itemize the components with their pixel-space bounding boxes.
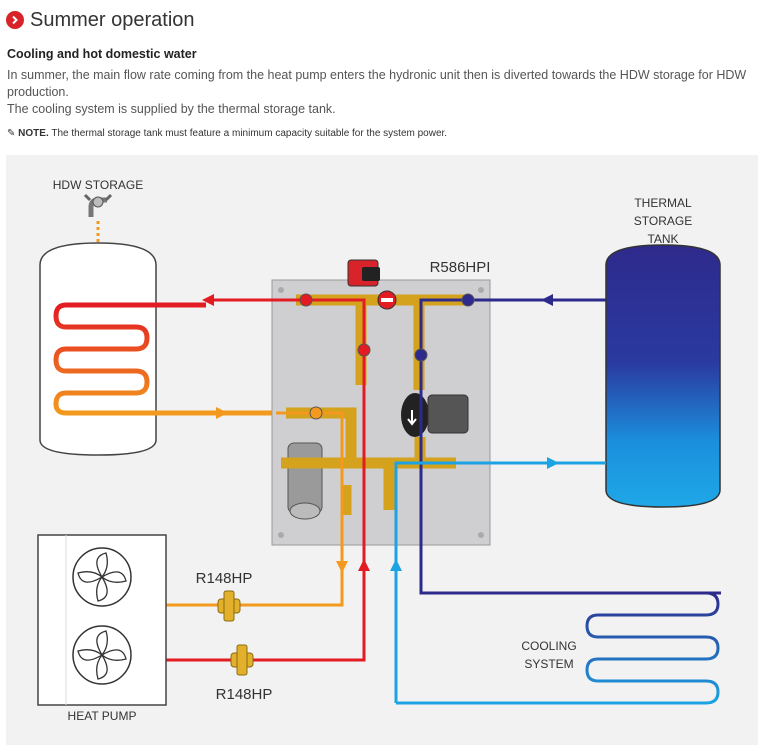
thermal-storage-label-1: THERMAL — [634, 196, 692, 210]
section-subtitle: Cooling and hot domestic water — [7, 47, 197, 61]
warm-return-pipes — [166, 411, 344, 607]
valve-icon-3 — [461, 293, 475, 307]
cooling-system-label-1: COOLING — [521, 639, 576, 653]
hydraulic-diagram: HDW STORAGE THERMAL STORAGE TANK R586HPI — [6, 155, 758, 745]
circulator-pump-icon — [401, 393, 469, 437]
arrow-right-icon-2 — [547, 457, 559, 469]
arrow-right-icon — [216, 407, 228, 419]
valve-icon-5 — [309, 406, 323, 420]
note-label: NOTE. — [18, 128, 49, 139]
valve-icon-4 — [414, 348, 428, 362]
description-paragraph: In summer, the main flow rate coming fro… — [7, 68, 747, 99]
dirt-separator-icon — [287, 442, 323, 520]
arrow-up-icon-2 — [390, 559, 402, 571]
valve-top-label: R148HP — [196, 570, 253, 587]
cold-return-pipes — [394, 461, 606, 703]
actuator-icon — [347, 259, 380, 287]
valve-icon — [299, 293, 313, 307]
arrow-down-icon — [336, 561, 348, 573]
pencil-icon: ✎ — [7, 128, 16, 139]
cold-supply-pipes — [419, 298, 721, 595]
thermal-storage-label-3: TANK — [647, 232, 678, 246]
r148hp-valve-bottom-icon — [230, 644, 254, 676]
fan-icon-2 — [72, 625, 132, 685]
arrow-left-icon-2 — [541, 294, 553, 306]
unit-label: R586HPI — [430, 259, 491, 276]
thermal-storage-tank — [605, 244, 721, 508]
fan-icon — [72, 547, 132, 607]
arrow-left-icon — [202, 294, 214, 306]
diverter-valve-icon — [377, 290, 397, 310]
valve-bottom-label: R148HP — [216, 686, 273, 703]
arrow-up-icon — [358, 559, 370, 571]
chevron-right-icon — [6, 11, 24, 29]
heat-pump-label: HEAT PUMP — [68, 709, 137, 723]
cooling-system-label-2: SYSTEM — [524, 657, 573, 671]
hdw-storage-tank — [39, 242, 276, 456]
thermal-storage-label-2: STORAGE — [634, 214, 692, 228]
valve-icon-2 — [357, 343, 371, 357]
page-title: Summer operation — [30, 8, 195, 31]
note-text: The thermal storage tank must feature a … — [51, 128, 448, 139]
section-header: Summer operation — [6, 6, 195, 34]
cooling-system-coil — [396, 591, 720, 705]
note: ✎ NOTE. The thermal storage tank must fe… — [7, 128, 447, 139]
faucet-icon — [83, 193, 113, 242]
description-paragraph-2: The cooling system is supplied by the th… — [7, 102, 336, 116]
r148hp-valve-top-icon — [217, 590, 241, 622]
hdw-storage-label: HDW STORAGE — [53, 178, 143, 192]
